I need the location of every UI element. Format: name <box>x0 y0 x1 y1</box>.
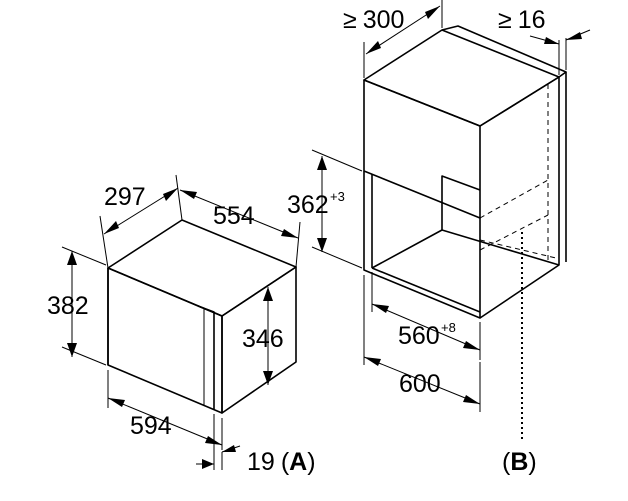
label-appliance-width: 594 <box>130 412 172 440</box>
dim-appliance-width <box>107 370 223 450</box>
label-appliance-inner-width: 554 <box>213 202 255 230</box>
label-cabinet-niche-height-tol: +3 <box>330 189 345 204</box>
cabinet-drawing <box>363 25 567 440</box>
label-appliance-depth: 297 <box>104 183 146 211</box>
cabinet-top-face <box>363 29 560 127</box>
cabinet-side-panel <box>479 76 560 319</box>
label-appliance-front-height: 346 <box>242 325 284 353</box>
tag-letter-b: B <box>510 448 528 476</box>
dim-cabinet-niche-width <box>371 272 481 360</box>
appliance-door-edge <box>197 305 215 410</box>
tag-letter-a: A <box>289 448 307 476</box>
label-appliance-tag: 19(A) <box>247 448 316 476</box>
cabinet-niche-floor <box>371 229 560 269</box>
dim-appliance-inner-width <box>179 189 301 268</box>
cabinet-wall-stub <box>441 25 567 78</box>
dim-appliance-front-height <box>263 287 273 385</box>
label-cabinet-tag: (B) <box>502 448 537 476</box>
dim-appliance-side-offset <box>196 414 241 470</box>
appliance-front-face <box>107 267 223 414</box>
dim-appliance-depth <box>99 174 183 269</box>
cabinet-niche-back <box>441 175 481 230</box>
label-cabinet-min-depth: ≥300 <box>343 6 404 34</box>
dim-cabinet-width <box>363 275 481 412</box>
label-appliance-side-offset: 19 <box>247 448 275 476</box>
label-cabinet-niche-height: 362 <box>287 191 329 219</box>
dim-appliance-height <box>61 246 107 366</box>
cabinet-hidden-shelf <box>479 179 549 219</box>
label-cabinet-width: 600 <box>399 370 441 398</box>
dim-cabinet-niche-height <box>311 149 363 269</box>
label-appliance-height: 382 <box>47 292 89 320</box>
label-cabinet-niche-width-tol: +8 <box>441 320 456 335</box>
cabinet-niche-front <box>363 171 481 319</box>
label-cabinet-min-gap: ≥16 <box>498 6 546 34</box>
cabinet-upper-front <box>363 79 481 219</box>
label-cabinet-niche-width: 560 <box>398 322 440 350</box>
appliance-side-face <box>221 266 297 414</box>
dim-cabinet-min-gap <box>529 29 591 75</box>
dim-cabinet-min-depth <box>363 0 443 78</box>
